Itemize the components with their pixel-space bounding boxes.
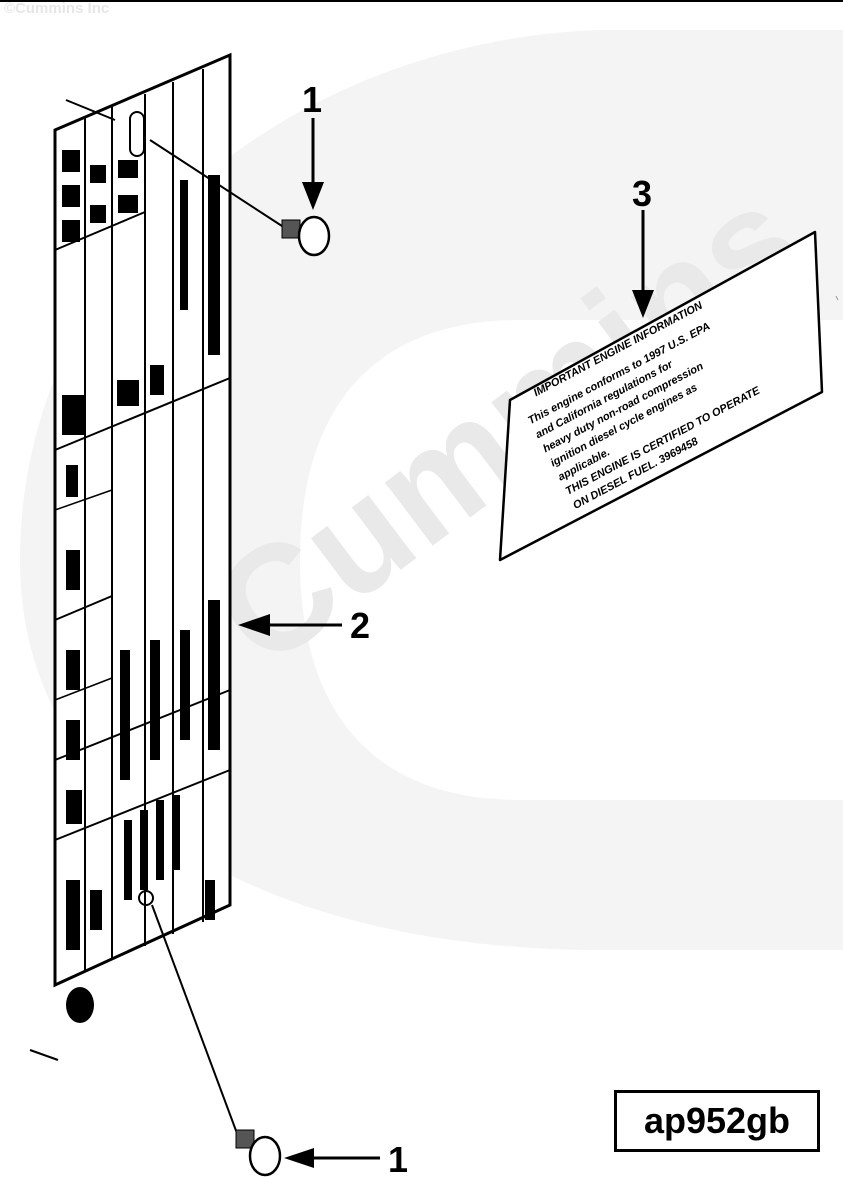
leader-line-top [65, 99, 116, 121]
arrow-1-bottom: 1 [284, 1139, 408, 1177]
arrow-1-top: 1 [302, 79, 324, 210]
dataplate [53, 52, 232, 1023]
callout-1-top: 1 [302, 79, 322, 120]
copyright-text: ©Cummins Inc [4, 0, 110, 17]
arrow-2: 2 [238, 605, 370, 646]
callout-3: 3 [632, 173, 652, 214]
leader-line-bottom [29, 1049, 59, 1061]
arrow-3: 3 [632, 173, 654, 318]
callout-2: 2 [350, 605, 370, 646]
screw-bottom [151, 904, 282, 1177]
figure-id: ap952gb [643, 1100, 791, 1141]
screw-top [149, 139, 331, 257]
callout-1-bottom: 1 [388, 1139, 408, 1177]
figure-id-box: ap952gb [614, 1090, 820, 1152]
edge-tick [835, 295, 839, 301]
